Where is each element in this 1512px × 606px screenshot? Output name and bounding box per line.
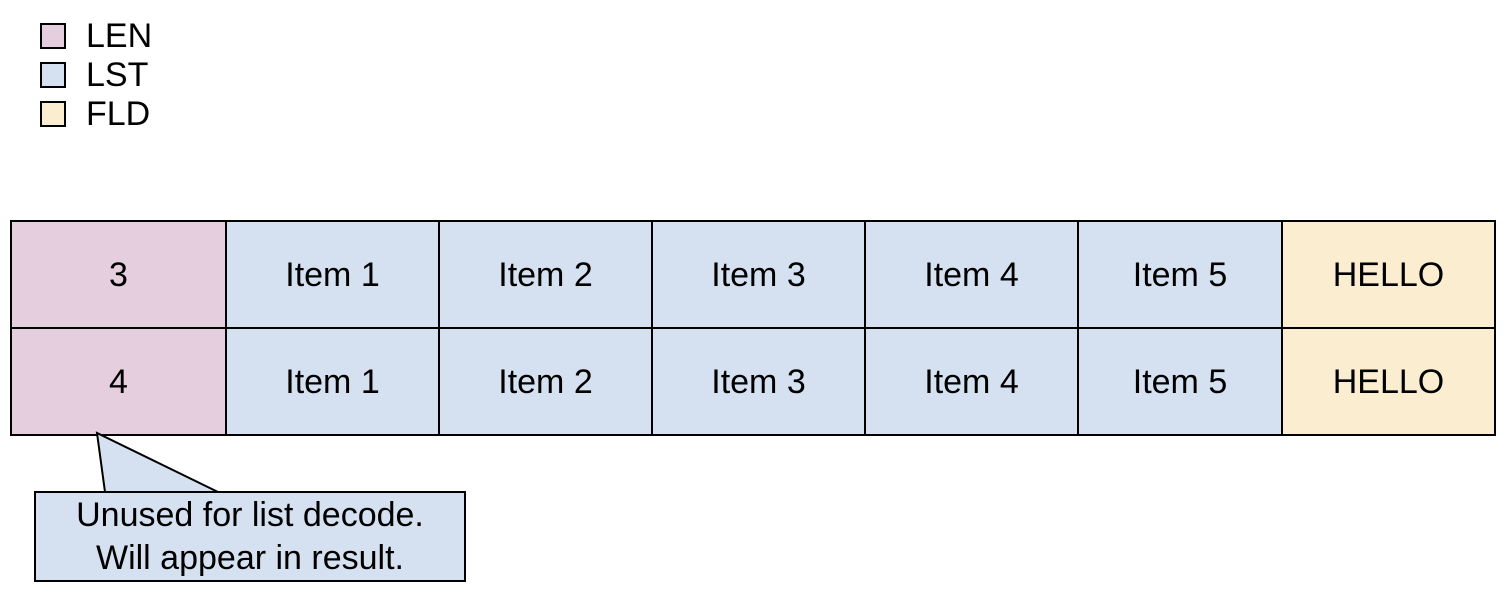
cell-fld-row0: HELLO bbox=[1281, 220, 1496, 329]
cell-fld-row1: HELLO bbox=[1281, 327, 1496, 436]
legend-item-lst: LST bbox=[40, 55, 440, 94]
cell-item-row1-2: Item 3 bbox=[651, 327, 866, 436]
legend-swatch-lst-icon bbox=[40, 61, 66, 88]
callout-tail-shape bbox=[95, 431, 219, 493]
legend-label-lst: LST bbox=[86, 55, 149, 94]
cell-item-row0-1: Item 2 bbox=[438, 220, 653, 329]
table-row: 3 Item 1 Item 2 Item 3 Item 4 Item 5 HEL… bbox=[10, 220, 1496, 329]
cell-item-row0-2: Item 3 bbox=[651, 220, 866, 329]
packet-layout-table: 3 Item 1 Item 2 Item 3 Item 4 Item 5 HEL… bbox=[10, 220, 1496, 436]
legend-item-fld: FLD bbox=[40, 94, 440, 133]
table-row: 4 Item 1 Item 2 Item 3 Item 4 Item 5 HEL… bbox=[10, 327, 1496, 436]
cell-item-row1-4: Item 5 bbox=[1077, 327, 1283, 436]
cell-item-row0-4: Item 5 bbox=[1077, 220, 1283, 329]
cell-item-row1-0: Item 1 bbox=[225, 327, 440, 436]
legend: LEN LST FLD bbox=[40, 16, 440, 133]
cell-item-row0-3: Item 4 bbox=[864, 220, 1079, 329]
legend-item-len: LEN bbox=[40, 16, 440, 55]
callout-line-2: Will appear in result. bbox=[95, 538, 404, 577]
cell-len-row0: 3 bbox=[10, 220, 227, 329]
callout-box: Unused for list decode. Will appear in r… bbox=[34, 491, 466, 582]
legend-label-len: LEN bbox=[86, 16, 153, 55]
cell-item-row1-3: Item 4 bbox=[864, 327, 1079, 436]
callout-line-1: Unused for list decode. bbox=[76, 495, 424, 534]
cell-item-row0-0: Item 1 bbox=[225, 220, 440, 329]
legend-swatch-fld-icon bbox=[40, 100, 66, 127]
legend-label-fld: FLD bbox=[86, 94, 151, 133]
legend-swatch-len-icon bbox=[40, 22, 66, 49]
cell-len-row1: 4 bbox=[10, 327, 227, 436]
cell-item-row1-1: Item 2 bbox=[438, 327, 653, 436]
